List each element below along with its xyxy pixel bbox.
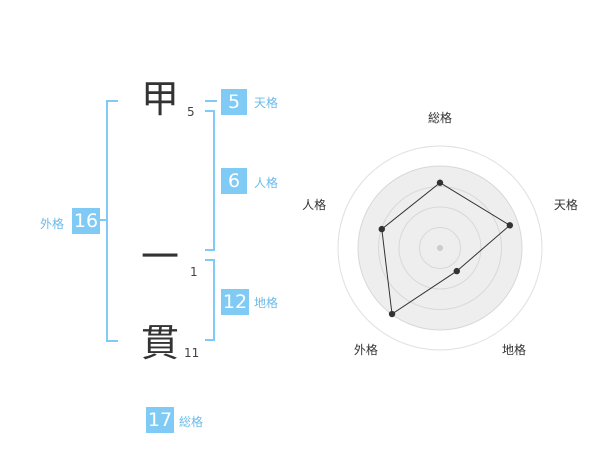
strokes-char-2: 1 [190, 265, 198, 279]
gaikaku-bracket-tick [100, 219, 106, 221]
jinkaku-value-badge: 6 [221, 168, 247, 194]
name-char-2: 一 [141, 235, 180, 279]
radar-ring-3 [378, 186, 502, 310]
gaikaku-value-badge: 16 [72, 208, 100, 234]
radar-axis-label-5: 人格 [302, 197, 326, 212]
radar-polygon [381, 182, 511, 315]
radar-ring-1 [419, 227, 461, 269]
name-char-3: 貫 [141, 321, 180, 365]
tenkaku-bracket [205, 100, 217, 102]
soukaku-label: 総格 [179, 415, 204, 429]
radar-center-dot [437, 245, 443, 251]
jinkaku-label: 人格 [254, 176, 279, 190]
radar-point-2 [506, 222, 514, 229]
chikaku-bracket [205, 259, 215, 341]
gaikaku-bracket [106, 100, 118, 342]
tenkaku-label: 天格 [254, 96, 279, 110]
radar-outer-ring [337, 145, 543, 351]
strokes-char-3: 11 [184, 346, 200, 360]
strokes-char-1: 5 [187, 105, 195, 119]
gaikaku-label: 外格 [40, 217, 65, 231]
radar-axis-label-2: 天格 [554, 197, 578, 212]
radar-point-4 [388, 310, 396, 318]
soukaku-value-badge: 17 [146, 407, 174, 433]
radar-axis-label-1: 総格 [428, 110, 452, 125]
chikaku-label: 地格 [254, 296, 279, 310]
radar-point-3 [453, 267, 460, 275]
radar-axis-label-4: 外格 [354, 342, 378, 357]
radar-point-1 [436, 179, 444, 186]
chikaku-value-badge: 12 [221, 289, 249, 315]
jinkaku-bracket [205, 110, 215, 251]
radar-ring-2 [398, 206, 482, 290]
radar-axis-label-3: 地格 [502, 342, 526, 357]
radar-point-5 [378, 225, 385, 233]
tenkaku-value-badge: 5 [221, 89, 247, 115]
name-char-1: 甲 [141, 77, 180, 121]
